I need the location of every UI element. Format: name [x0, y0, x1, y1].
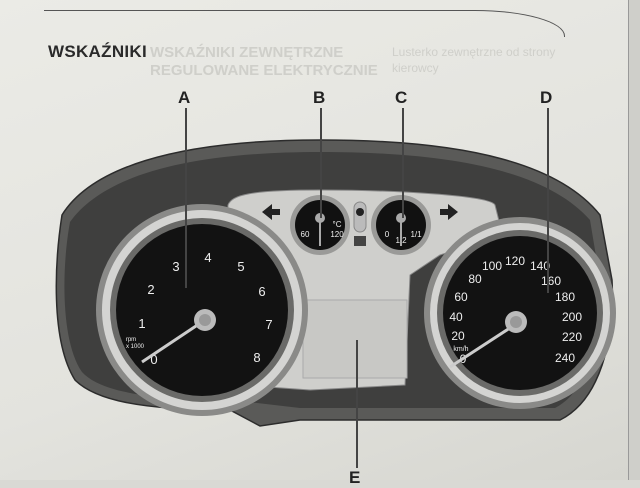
svg-text:220: 220 — [562, 330, 582, 344]
svg-text:7: 7 — [265, 317, 272, 332]
svg-text:180: 180 — [555, 290, 575, 304]
fuel-gauge: 01/21/1 — [371, 195, 431, 255]
svg-text:240: 240 — [555, 351, 575, 365]
svg-text:°C: °C — [333, 220, 342, 229]
callout-a: A — [178, 88, 191, 107]
svg-text:1/1: 1/1 — [410, 230, 422, 239]
svg-text:140: 140 — [530, 259, 550, 273]
leader-line-d — [547, 108, 549, 293]
svg-text:rpm: rpm — [126, 337, 136, 343]
svg-text:2: 2 — [147, 282, 154, 297]
leader-line-a — [185, 108, 187, 288]
svg-text:60: 60 — [301, 230, 310, 239]
bleed-through-text: Lusterko zewnętrzne od strony — [392, 45, 556, 59]
temperature-gauge: 60 120°C — [290, 195, 350, 255]
svg-text:1: 1 — [138, 316, 145, 331]
callout-b: B — [313, 88, 326, 107]
svg-text:20: 20 — [451, 329, 465, 343]
svg-text:120: 120 — [330, 230, 344, 239]
right-turn-signal-icon — [440, 204, 458, 220]
svg-text:km/h: km/h — [453, 346, 468, 353]
left-turn-signal-icon — [262, 204, 280, 220]
bleed-through-text: REGULOWANE ELEKTRYCZNIE — [150, 62, 378, 79]
callout-e: E — [349, 468, 361, 487]
callout-c: C — [395, 88, 408, 107]
svg-text:3: 3 — [172, 259, 179, 274]
svg-text:160: 160 — [541, 274, 561, 288]
svg-text:0: 0 — [385, 230, 390, 239]
svg-text:40: 40 — [449, 310, 463, 324]
bleed-through-text: kierowcy — [392, 61, 439, 75]
svg-text:200: 200 — [562, 310, 582, 324]
svg-text:0: 0 — [150, 352, 157, 367]
svg-text:120: 120 — [505, 254, 525, 268]
svg-text:4: 4 — [204, 250, 211, 265]
bleed-through-text: WSKAŹNIKI ZEWNĘTRZNE — [150, 44, 344, 61]
next-page-edge — [628, 0, 640, 480]
svg-text:5: 5 — [237, 259, 244, 274]
page-title: WSKAŹNIKI — [48, 42, 148, 61]
svg-text:6: 6 — [258, 284, 265, 299]
callout-d: D — [540, 88, 553, 107]
leader-line-e — [356, 340, 358, 468]
leader-line-b — [320, 108, 322, 218]
svg-text:100: 100 — [482, 259, 502, 273]
svg-text:x 1000: x 1000 — [126, 344, 145, 350]
display-screen — [302, 299, 408, 379]
manual-page: WSKAŹNIKI WSKAŹNIKI ZEWNĘTRZNE REGULOWAN… — [0, 0, 628, 487]
leader-line-c — [402, 108, 404, 218]
svg-text:80: 80 — [468, 272, 482, 286]
svg-text:60: 60 — [454, 290, 468, 304]
svg-text:8: 8 — [253, 350, 260, 365]
